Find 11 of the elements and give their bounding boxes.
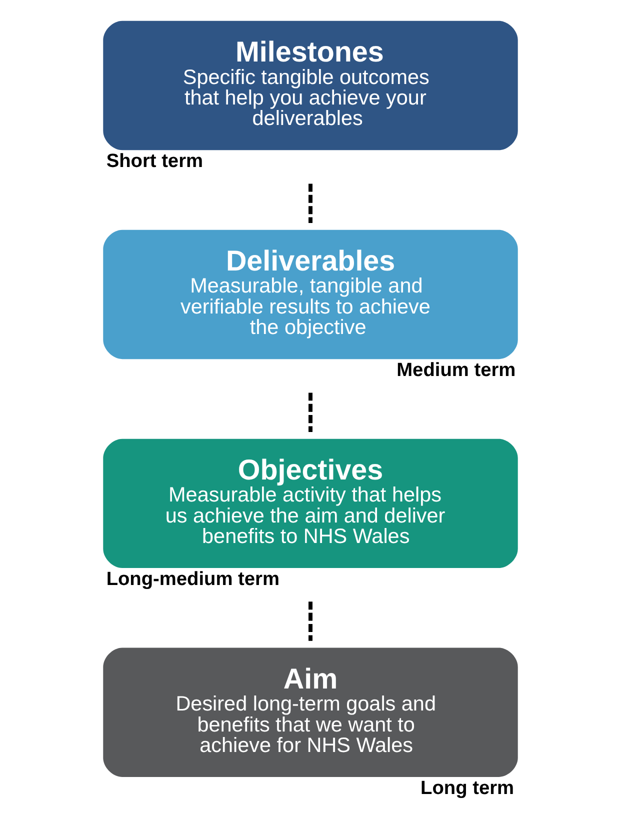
- node-label: Long-medium term: [106, 568, 280, 590]
- connector: [308, 392, 312, 432]
- node-box: Deliverables Measurable, tangible and verifiable results to achieve the objective: [102, 230, 518, 360]
- node-box: Aim Desired long-term goals and benefits that we want to achieve for NHS Wales: [102, 648, 518, 777]
- connector: [308, 602, 312, 641]
- connector: [308, 184, 312, 224]
- node-box: Milestones Specific tangible outcomes that help you achieve your deliverables: [102, 20, 518, 150]
- node-label: Short term: [106, 151, 203, 172]
- node-box: Objectives Measurable activity that helps us achieve the aim and deliver benefits to NHS Wales: [102, 438, 518, 568]
- node-label: Medium term: [396, 360, 516, 381]
- node-label: Long term: [420, 778, 514, 799]
